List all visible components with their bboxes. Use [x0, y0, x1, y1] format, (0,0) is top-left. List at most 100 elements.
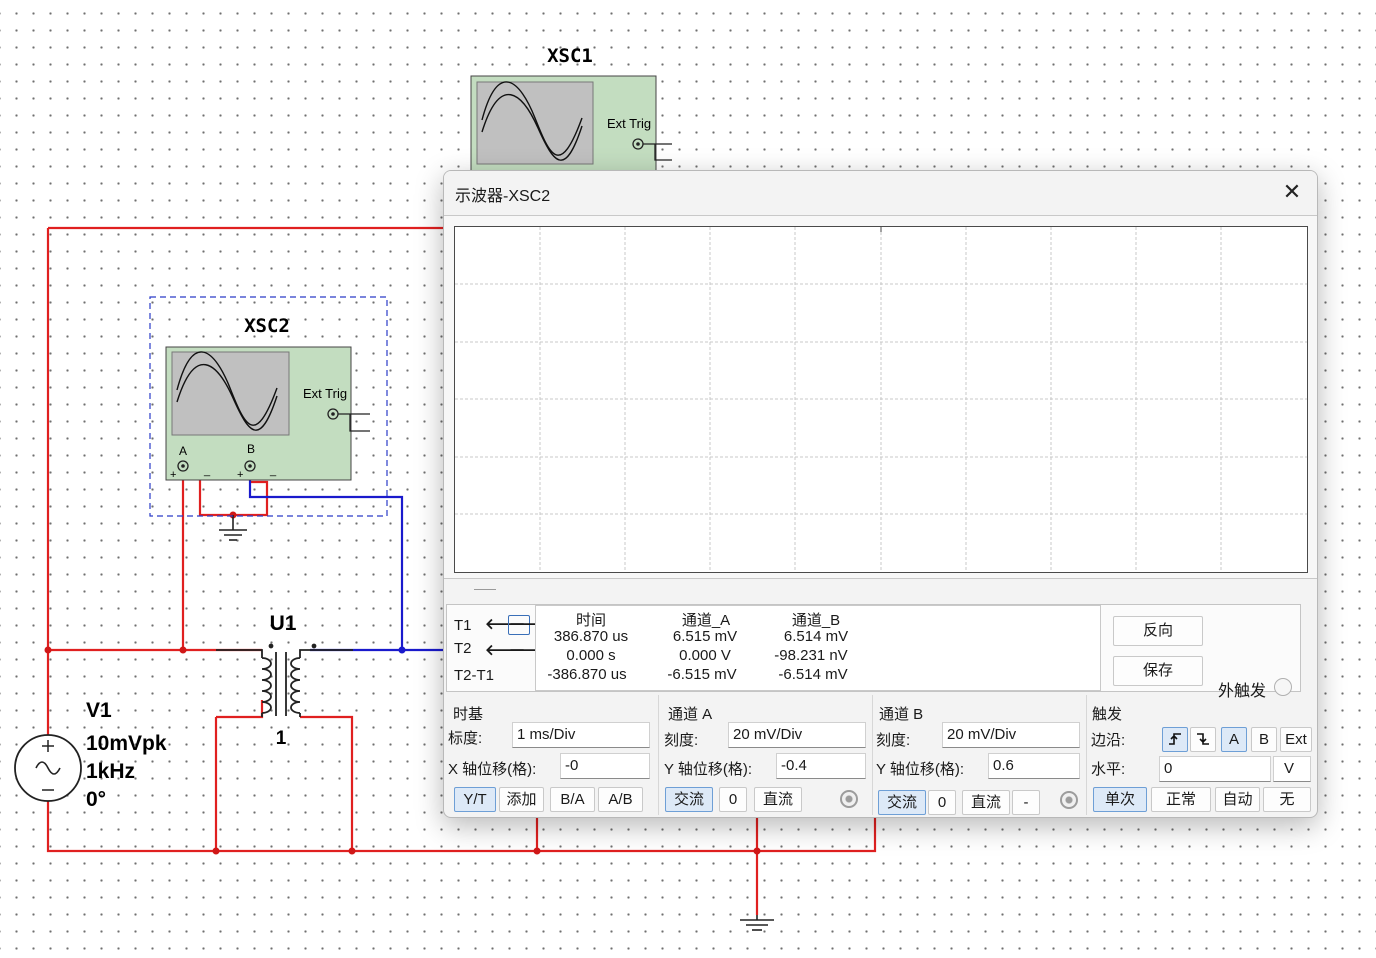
channel-b-title: 通道 B	[879, 706, 924, 723]
trigger-title: 触发	[1092, 706, 1123, 723]
source-name: V1	[86, 699, 112, 722]
trigger-level-unit[interactable]: V	[1273, 756, 1311, 782]
source-amplitude: 10mVpk	[86, 732, 167, 755]
header-time: 时间	[575, 612, 606, 629]
t1-label: T1	[454, 617, 472, 634]
splitter-handle[interactable]	[474, 589, 496, 590]
x-position-label: X 轴位移(格):	[448, 761, 537, 778]
trigger-auto-button[interactable]: 自动	[1215, 787, 1260, 812]
trigger-source-a-button[interactable]: A	[1221, 727, 1247, 752]
scope-screen[interactable]	[454, 226, 1308, 573]
falling-edge-button[interactable]	[1190, 727, 1216, 752]
channel-a-dc-button[interactable]: 直流	[754, 787, 802, 812]
divider	[658, 695, 659, 815]
mode-yt-button[interactable]: Y/T	[454, 787, 496, 812]
channel-a-title: 通道 A	[668, 706, 713, 723]
divider	[1086, 695, 1087, 815]
timebase-title: 时基	[453, 706, 484, 723]
trigger-source-ext-button[interactable]: Ext	[1280, 727, 1312, 752]
delta-time-value: -386.870 us	[547, 666, 627, 683]
t2-channel-a-value: 0.000 V	[679, 647, 731, 664]
oscilloscope-window[interactable]: 示波器-XSC2 ✕ T1 🡐 🡒	[443, 170, 1318, 818]
trigger-level-label: 水平:	[1091, 761, 1126, 778]
blue-junction-dot	[398, 646, 406, 654]
trigger-single-button[interactable]: 单次	[1093, 787, 1147, 812]
t1-channel-a-value: 6.515 mV	[672, 628, 738, 645]
delta-channel-a-value: -6.515 mV	[667, 666, 737, 683]
channel-b-color-indicator[interactable]	[1060, 791, 1078, 809]
t2-t1-label: T2-T1	[454, 667, 495, 684]
channel-b-zero-button[interactable]: 0	[928, 790, 956, 815]
scope-grid	[455, 227, 1307, 572]
transformer-label: U1	[270, 612, 297, 635]
channel-a-ac-button[interactable]: 交流	[665, 787, 713, 812]
t2-left-arrow-button[interactable]: 🡐	[485, 642, 526, 659]
xsc2-channel-b-label: B	[247, 442, 255, 456]
channel-a-zero-button[interactable]: 0	[719, 787, 747, 812]
channel-b-scale-label: 刻度:	[876, 732, 911, 749]
t1-channel-b-value: 6.514 mV	[783, 628, 849, 645]
mode-ba-button[interactable]: B/A	[550, 787, 595, 812]
xsc2-b-minus: _	[269, 465, 277, 477]
channel-b-invert-button[interactable]: -	[1012, 790, 1040, 815]
header-channel-b: 通道_B	[791, 612, 841, 629]
scope-screen-frame	[444, 215, 1317, 579]
xsc1-label: XSC1	[547, 45, 593, 67]
cursor-readout-table: 时间 通道_A 通道_B 386.870 us 6.515 mV 6.514 m…	[535, 605, 1101, 691]
ext-trigger-radio[interactable]	[1274, 678, 1292, 696]
trigger-normal-button[interactable]: 正常	[1151, 787, 1211, 812]
ground-symbol-main	[740, 915, 774, 931]
ac-source-v1[interactable]	[14, 734, 82, 802]
trigger-source-b-button[interactable]: B	[1251, 727, 1277, 752]
divider	[872, 695, 873, 815]
xsc1-instrument[interactable]: XSC1 Ext Trig	[470, 45, 672, 173]
channel-b-y-position-field[interactable]: 0.6	[988, 753, 1080, 779]
trigger-edge-label: 边沿:	[1091, 732, 1126, 749]
xsc2-selection-box	[149, 296, 388, 517]
channel-b-scale-field[interactable]: 20 mV/Div	[942, 722, 1080, 748]
save-button[interactable]: 保存	[1113, 656, 1203, 686]
xsc2-ext-trig-label: Ext Trig	[303, 386, 347, 401]
ext-trigger-label: 外触发	[1218, 683, 1267, 700]
title-bar[interactable]: 示波器-XSC2 ✕	[444, 171, 1317, 213]
header-channel-a: 通道_A	[681, 612, 731, 629]
source-frequency: 1kHz	[86, 760, 135, 783]
xsc2-a-plus: +	[170, 469, 176, 481]
reverse-button[interactable]: 反向	[1113, 616, 1203, 646]
channel-b-y-position-label: Y 轴位移(格):	[876, 761, 965, 778]
t1-right-arrow-button[interactable]: 🡒	[508, 615, 550, 635]
channel-a-scale-field[interactable]: 20 mV/Div	[728, 722, 866, 748]
x-position-field[interactable]: -0	[560, 753, 650, 779]
t1-time-value: 386.870 us	[553, 628, 629, 645]
trigger-level-field[interactable]: 0	[1159, 756, 1271, 782]
rising-edge-icon	[1169, 733, 1181, 745]
t1-left-arrow-button[interactable]: 🡐	[485, 616, 526, 633]
timebase-scale-field[interactable]: 1 ms/Div	[512, 722, 650, 748]
xsc2-channel-a-label: A	[179, 444, 187, 458]
trigger-none-button[interactable]: 无	[1263, 787, 1311, 812]
ground-symbol-xsc2	[219, 515, 247, 541]
delta-channel-b-value: -6.514 mV	[778, 666, 848, 683]
mode-add-button[interactable]: 添加	[499, 787, 544, 812]
t2-right-arrow-button[interactable]: 🡒	[509, 642, 550, 659]
xsc2-a-minus: _	[203, 465, 211, 477]
timebase-scale-label: 标度:	[448, 730, 483, 747]
channel-a-color-indicator[interactable]	[840, 790, 858, 808]
transformer-ratio: 1	[276, 728, 287, 749]
channel-b-dc-button[interactable]: 直流	[962, 790, 1010, 815]
xsc2-b-plus: +	[237, 469, 243, 481]
xsc2-label: XSC2	[244, 315, 290, 337]
t2-time-value: 0.000 s	[566, 647, 616, 664]
transformer-u1[interactable]	[216, 643, 353, 718]
channel-a-y-position-field[interactable]: -0.4	[776, 753, 866, 779]
mode-ab-button[interactable]: A/B	[598, 787, 643, 812]
xsc1-ext-trig-label: Ext Trig	[607, 116, 651, 131]
xsc2-instrument[interactable]: XSC2 Ext Trig A B + _ + _	[165, 315, 370, 481]
source-phase: 0°	[86, 788, 106, 811]
falling-edge-icon	[1197, 733, 1209, 745]
rising-edge-button[interactable]	[1162, 727, 1188, 752]
channel-a-y-position-label: Y 轴位移(格):	[664, 761, 753, 778]
close-button[interactable]: ✕	[1282, 179, 1302, 204]
channel-b-ac-button[interactable]: 交流	[878, 790, 926, 815]
